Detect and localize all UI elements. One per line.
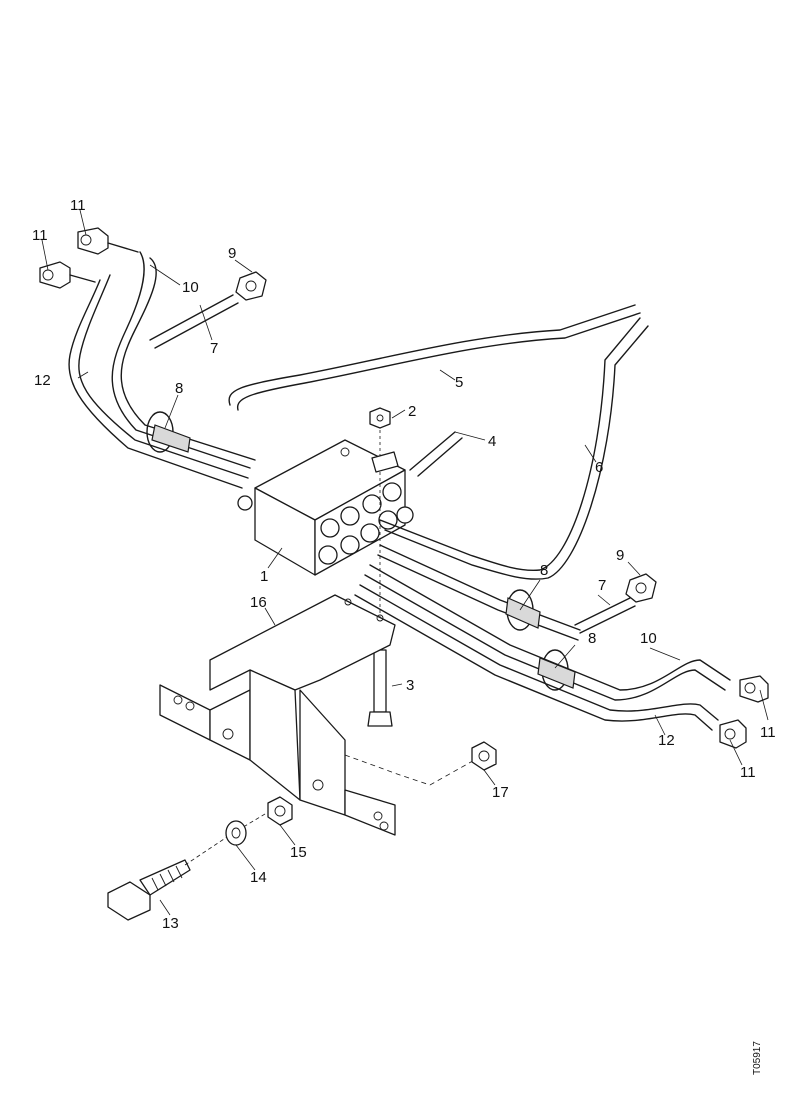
callout-14: 14	[250, 869, 267, 886]
bolt-13	[107, 807, 276, 921]
leader-lines	[41, 209, 769, 916]
callout-17: 17	[492, 784, 509, 801]
right-clamp-8a	[505, 589, 541, 631]
drawing-code: T05917	[752, 1041, 763, 1075]
callout-9-left: 9	[228, 245, 236, 262]
callout-7-left: 7	[210, 340, 218, 357]
callout-3: 3	[406, 677, 414, 694]
callout-12-left: 12	[34, 372, 51, 389]
callouts: 1 2 3 4 5 6 7 7 8 8 8 9 9 10 10 11 11 11…	[32, 197, 776, 932]
bolt-3	[367, 430, 393, 727]
right-tube-7	[574, 597, 636, 634]
nut-2	[369, 407, 399, 473]
callout-9-right: 9	[616, 547, 624, 564]
callout-1: 1	[260, 568, 268, 585]
right-clamp-8b	[537, 649, 576, 691]
right-adapter-9	[625, 573, 657, 603]
left-fitting-11a	[39, 261, 96, 289]
callout-5: 5	[455, 374, 463, 391]
callout-10-right: 10	[640, 630, 657, 647]
callout-7-right: 7	[598, 577, 606, 594]
left-adapter-9	[235, 271, 267, 301]
callout-8-mid: 8	[540, 562, 548, 579]
callout-16: 16	[250, 594, 267, 611]
nut-15	[267, 796, 293, 826]
callout-10-left: 10	[182, 279, 199, 296]
callout-11-left-b: 11	[70, 197, 86, 214]
callout-12-right: 12	[658, 732, 675, 749]
callout-8-left: 8	[175, 380, 183, 397]
callout-6: 6	[595, 459, 603, 476]
callout-2: 2	[408, 403, 416, 420]
right-hose-bundle	[354, 317, 731, 731]
left-hose-bundle	[68, 251, 641, 489]
nut-17	[471, 741, 497, 771]
right-fitting-11b	[719, 719, 747, 749]
callout-11-right-b: 11	[740, 764, 756, 781]
valve-block	[237, 439, 414, 576]
callout-13: 13	[162, 915, 179, 932]
left-clamp-8	[146, 411, 191, 453]
right-fitting-11a	[739, 675, 769, 703]
left-fitting-11b	[77, 227, 139, 255]
mounting-bracket	[159, 594, 479, 836]
callout-4: 4	[488, 433, 496, 450]
callout-11-left-a: 11	[32, 227, 48, 244]
washer-14	[225, 820, 247, 846]
callout-8-right: 8	[588, 630, 596, 647]
callout-15: 15	[290, 844, 307, 861]
callout-11-right-a: 11	[760, 724, 776, 741]
